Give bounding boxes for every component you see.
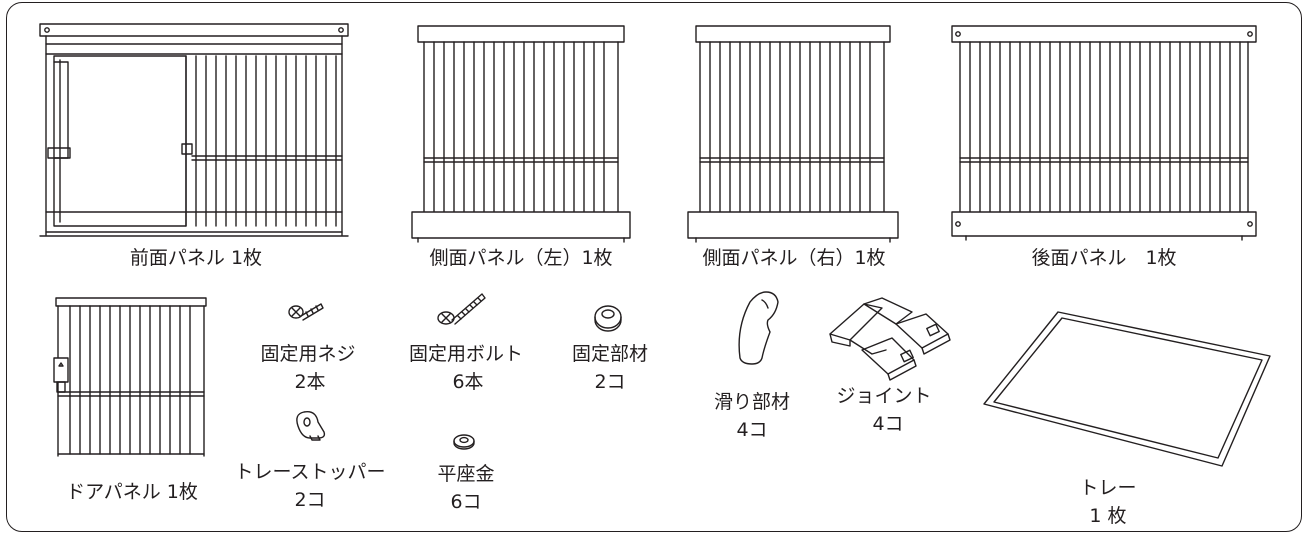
joint-qty: 4コ [872, 413, 904, 435]
slide-member-name: 滑り部材 [713, 391, 791, 413]
side-panel-left-label: 側面パネル（左）1枚 [429, 247, 613, 269]
front-panel-illustration [39, 23, 349, 237]
side-panel-right-illustration [687, 25, 899, 243]
side-panel-right-label: 側面パネル（右）1枚 [702, 247, 886, 269]
joint-illustration [829, 297, 951, 381]
flat-washer-qty: 6コ [450, 491, 482, 513]
tray-illustration [983, 311, 1271, 467]
fixing-member-name: 固定部材 [571, 343, 649, 365]
tray-stopper-qty: 2コ [294, 489, 326, 511]
tray-qty: 1 枚 [1089, 505, 1127, 527]
flat-washer-name: 平座金 [437, 463, 495, 485]
tray-name: トレー [1079, 477, 1137, 499]
joint-name: ジョイント [836, 385, 932, 407]
tray-stopper-name: トレーストッパー [234, 461, 386, 483]
fixing-member-qty: 2コ [594, 371, 626, 393]
rear-panel-label: 後面パネル 1枚 [1031, 247, 1177, 269]
fixing-bolt-qty: 6本 [452, 371, 484, 393]
tray-stopper-illustration [296, 411, 326, 441]
slide-member-qty: 4コ [736, 419, 768, 441]
flat-washer-illustration [453, 434, 475, 450]
door-panel-illustration [53, 297, 207, 457]
fixing-member-illustration [594, 305, 622, 332]
fixing-bolt-illustration [437, 293, 486, 325]
rear-panel-illustration [951, 25, 1257, 241]
door-panel-label: ドアパネル 1枚 [66, 481, 198, 503]
slide-member-illustration [738, 291, 779, 365]
side-panel-left-illustration [411, 25, 631, 243]
fixing-screw-qty: 2本 [294, 371, 326, 393]
fixing-bolt-name: 固定用ボルト [408, 343, 524, 365]
fixing-screw-name: 固定用ネジ [260, 343, 356, 365]
front-panel-label: 前面パネル 1枚 [129, 247, 263, 269]
fixing-screw-illustration [288, 303, 324, 321]
parts-list-frame [6, 2, 1302, 532]
